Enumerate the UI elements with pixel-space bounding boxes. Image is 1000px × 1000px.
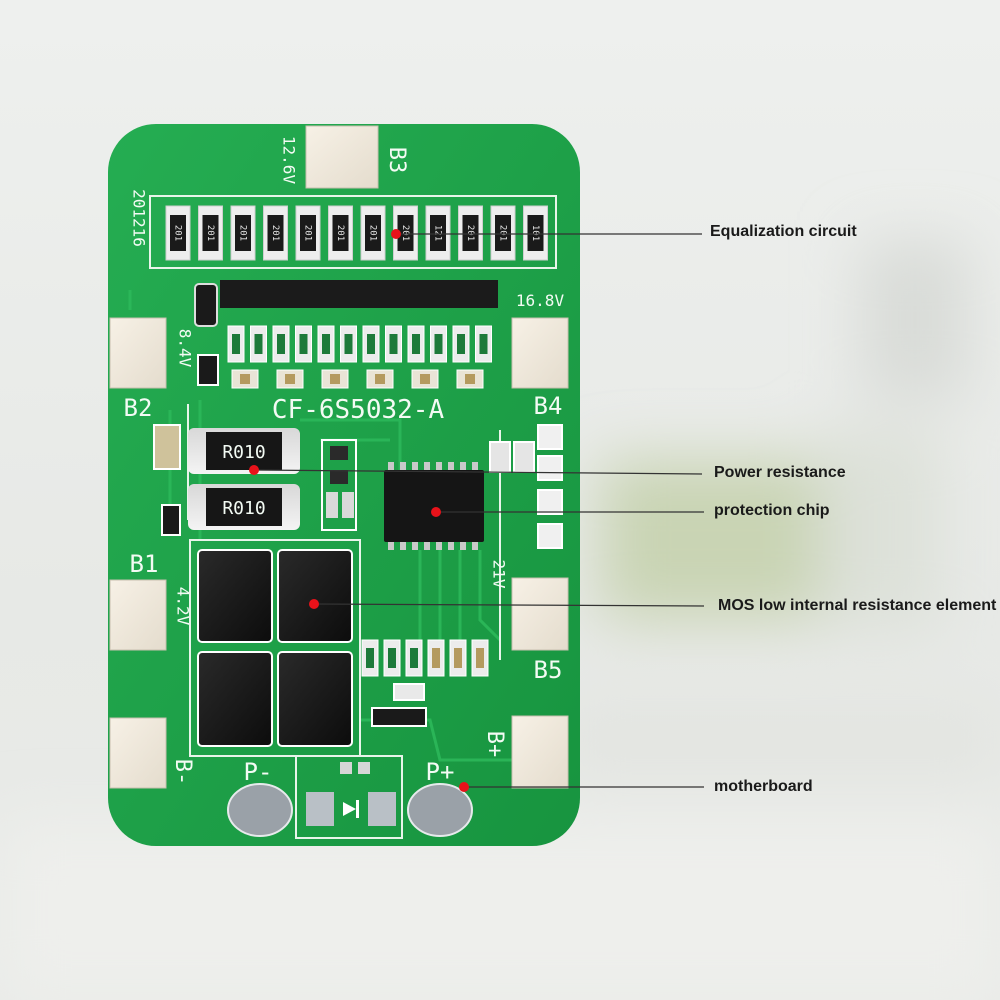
pad-b2	[109, 317, 167, 389]
marker-motherboard	[459, 782, 469, 792]
array-resistor-code: 201	[498, 225, 508, 241]
array-resistor-code: 201	[173, 225, 183, 241]
date-code: 201216	[130, 189, 149, 247]
array-resistor-code: 201	[400, 225, 410, 241]
array-resistor-code: 121	[433, 225, 443, 241]
power-resistor-2	[188, 484, 300, 530]
marker-equalization	[391, 229, 401, 239]
label-b3: B3	[384, 147, 409, 174]
label-b-plus: B+	[482, 731, 507, 758]
cap-row	[227, 325, 492, 363]
array-resistor: 201	[328, 205, 353, 261]
callout-mos-element: MOS low internal resistance element	[718, 597, 997, 614]
leader-mos	[313, 603, 705, 607]
pad-b5	[511, 577, 569, 651]
callout-power-resistance: Power resistance	[714, 464, 846, 481]
label-4v2: 4.2V	[174, 587, 193, 626]
array-resistor-code: 201	[238, 225, 248, 241]
protection-chip	[384, 462, 484, 550]
pad-b4	[511, 317, 569, 389]
array-resistor: 121	[425, 205, 451, 261]
marker-protection-chip	[431, 507, 441, 517]
pad-b1	[109, 579, 167, 651]
resistor-code-1: R010	[222, 442, 265, 463]
mosfet-group	[197, 549, 353, 747]
bottom-cap-row	[361, 639, 489, 677]
resistor-code-2: R010	[222, 498, 265, 519]
array-resistor: 201	[165, 205, 191, 261]
smd-part-left-1	[197, 354, 219, 386]
label-12v6: 12.6V	[280, 136, 299, 185]
array-resistor-code: 201	[335, 225, 345, 241]
array-resistor: 201	[490, 205, 516, 261]
array-resistor: 201	[458, 205, 483, 261]
array-resistor: 201	[295, 205, 321, 261]
label-b5: B5	[534, 656, 563, 684]
label-16v8: 16.8V	[516, 291, 565, 310]
array-resistor-code: 201	[465, 225, 475, 241]
label-p-minus: P-	[244, 758, 273, 786]
power-resistor-1	[188, 428, 300, 474]
marker-power-resistance	[249, 465, 259, 475]
smd-part-left-2	[161, 504, 181, 536]
pad-b3	[305, 125, 379, 189]
cap-row-2	[231, 369, 484, 389]
label-b4: B4	[534, 392, 563, 420]
array-resistor: 201	[360, 205, 386, 261]
label-8v4: 8.4V	[176, 329, 195, 368]
pad-p-plus	[407, 783, 473, 837]
equalization-resistor-array: 201 201 201 201 201 201 201 201 121 201 201 101	[165, 205, 548, 261]
label-p-plus: P+	[426, 758, 455, 786]
board-model: CF-6S5032-A	[272, 395, 445, 425]
label-b1: B1	[130, 550, 159, 578]
pad-p-minus	[227, 783, 293, 837]
array-resistor-code: 201	[205, 225, 215, 241]
pad-b-minus	[109, 717, 167, 789]
array-resistor: 101	[523, 205, 548, 261]
label-21v: 21V	[490, 560, 509, 589]
callout-protection-chip: protection chip	[714, 502, 830, 519]
array-resistor-code: 201	[368, 225, 378, 241]
balance-header-strip	[220, 280, 498, 308]
callout-equalization-circuit: Equalization circuit	[710, 223, 857, 240]
pad-b-plus	[511, 715, 569, 789]
array-resistor: 201	[230, 205, 256, 261]
array-resistor-code: 201	[270, 225, 280, 241]
array-resistor: 201	[263, 205, 288, 261]
smd-cap-left	[153, 424, 181, 470]
right-smd-cluster	[489, 424, 563, 549]
array-resistor-code: 101	[530, 225, 540, 241]
label-b2: B2	[124, 394, 153, 422]
array-resistor: 201	[198, 205, 223, 261]
leader-power-resistance	[253, 469, 703, 475]
marker-mos	[309, 599, 319, 609]
callout-motherboard: motherboard	[714, 778, 813, 795]
array-resistor-code: 201	[303, 225, 313, 241]
label-b-minus: B-	[170, 759, 195, 786]
